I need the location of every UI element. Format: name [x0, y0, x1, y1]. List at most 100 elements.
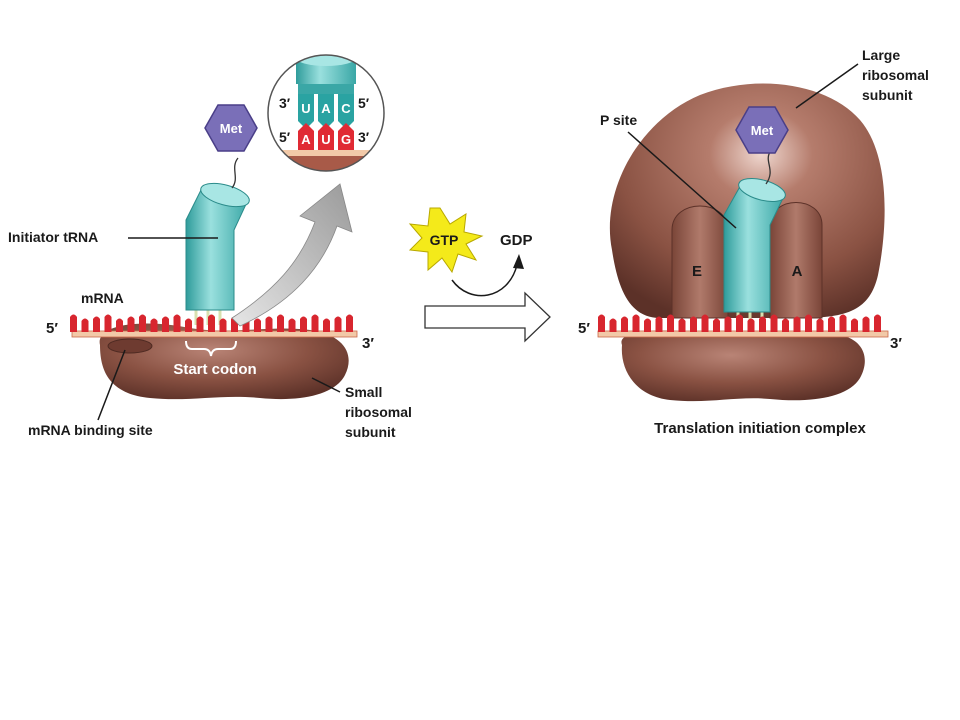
mrna-base	[747, 318, 755, 332]
small-subunit-pointer	[311, 377, 341, 393]
mrna-base	[862, 316, 870, 332]
mrna-base	[265, 316, 273, 332]
mrna-base	[701, 314, 709, 332]
e-site	[671, 205, 729, 319]
mrna-binding-site-pointer	[97, 349, 126, 421]
met-label: Met	[220, 121, 243, 136]
large-subunit-label: Large ribosomal subunit	[862, 47, 933, 103]
mrna-base	[81, 318, 89, 332]
five-prime-right: 5′	[578, 320, 590, 337]
p-site-pointer	[627, 131, 737, 229]
met-hexagon	[204, 104, 258, 152]
translation-initiation-complex-caption: Translation initiation complex	[654, 420, 866, 437]
mrna-teeth-right	[598, 314, 881, 332]
mrna-base	[724, 316, 732, 332]
mrna-base	[334, 316, 342, 332]
mrna-base	[116, 318, 123, 332]
mrna-base	[311, 314, 319, 332]
mrna-base	[690, 316, 697, 332]
codon-g: G	[341, 132, 351, 147]
mrna-base	[609, 318, 617, 332]
left-panel: Met mRNA 5′ 3′ Start codon Initiator tRN…	[8, 54, 416, 440]
inset-top-left: 3′	[279, 95, 291, 111]
mrna-label: mRNA	[81, 290, 124, 306]
mrna-base	[598, 314, 605, 332]
mrna-base	[254, 318, 261, 332]
mrna-base	[770, 314, 778, 332]
mrna-base	[621, 316, 628, 332]
mrna-base	[173, 314, 181, 332]
gtp-hydrolysis-arrowhead	[513, 254, 524, 269]
e-site-label: E	[692, 263, 702, 280]
mrna-base	[644, 318, 651, 332]
codon-anticodon-inset: U A C A U G 3′ 5′ 5′ 3′	[267, 54, 385, 172]
mrna-base	[713, 318, 720, 332]
mrna-base	[782, 318, 789, 332]
a-site-label: A	[792, 263, 803, 280]
mrna-base	[759, 316, 766, 332]
initiator-trna-label: Initiator tRNA	[8, 229, 98, 245]
zoom-arrow	[231, 183, 353, 327]
mrna-binding-site-label: mRNA binding site	[28, 422, 153, 438]
mrna-base	[93, 316, 100, 332]
inset-top-right: 5′	[358, 95, 370, 111]
mrna-base	[208, 314, 215, 332]
small-ribosomal-subunit-shape	[99, 323, 349, 400]
right-met-label: Met	[751, 123, 774, 138]
initiator-trna	[185, 157, 250, 325]
mrna-base	[667, 314, 674, 332]
mrna-base	[346, 314, 353, 332]
mrna-base	[139, 314, 146, 332]
right-met-hexagon	[735, 106, 789, 154]
mrna-base	[736, 314, 743, 332]
codon-u: U	[321, 132, 330, 147]
mrna-base	[874, 314, 881, 332]
mrna-base	[219, 318, 227, 332]
start-codon-brace	[185, 340, 237, 357]
mrna-base	[150, 318, 158, 332]
reaction-arrow	[424, 291, 551, 343]
mrna-base	[300, 316, 307, 332]
mrna-base	[632, 314, 640, 332]
right-panel: E A Met 5′ 3′ Large ribosomal subunit P …	[578, 47, 933, 437]
gtp-label: GTP	[430, 232, 459, 248]
p-site-label: P site	[600, 112, 637, 128]
mrna-binding-site-groove	[107, 338, 153, 354]
mrna-base	[196, 316, 204, 332]
gdp-label: GDP	[500, 232, 533, 249]
mrna-base	[655, 316, 663, 332]
three-prime-right: 3′	[890, 335, 902, 352]
gtp-hydrolysis-curve	[451, 264, 518, 297]
anticodon-u: U	[301, 101, 310, 116]
right-small-subunit-shape	[621, 330, 865, 402]
start-codon-label: Start codon	[173, 361, 256, 378]
mrna-base	[70, 314, 77, 332]
three-prime-left: 3′	[362, 335, 374, 352]
mrna-base	[277, 314, 284, 332]
codon-a: A	[301, 132, 311, 147]
a-site	[769, 202, 823, 319]
mrna-base	[678, 318, 686, 332]
middle-reaction: GTP GDP	[408, 207, 551, 343]
mrna-base	[127, 316, 135, 332]
mrna-base	[793, 316, 801, 332]
mrna-base	[851, 318, 858, 332]
large-subunit-pointer	[795, 63, 859, 109]
gtp-burst	[408, 207, 484, 274]
five-prime-left: 5′	[46, 320, 58, 337]
mrna-base	[185, 318, 192, 332]
inset-bottom-left: 5′	[279, 129, 291, 145]
mrna-base	[288, 318, 296, 332]
mrna-base	[816, 318, 824, 332]
mrna-base	[104, 314, 112, 332]
mrna-base	[162, 316, 169, 332]
inset-bottom-right: 3′	[358, 129, 370, 145]
mrna-base	[805, 314, 812, 332]
mrna-base	[323, 318, 330, 332]
anticodon-c: C	[341, 101, 351, 116]
mrna-base	[828, 316, 835, 332]
anticodon-a: A	[321, 101, 331, 116]
small-subunit-label: Small ribosomal subunit	[345, 384, 416, 440]
mrna-base	[839, 314, 847, 332]
